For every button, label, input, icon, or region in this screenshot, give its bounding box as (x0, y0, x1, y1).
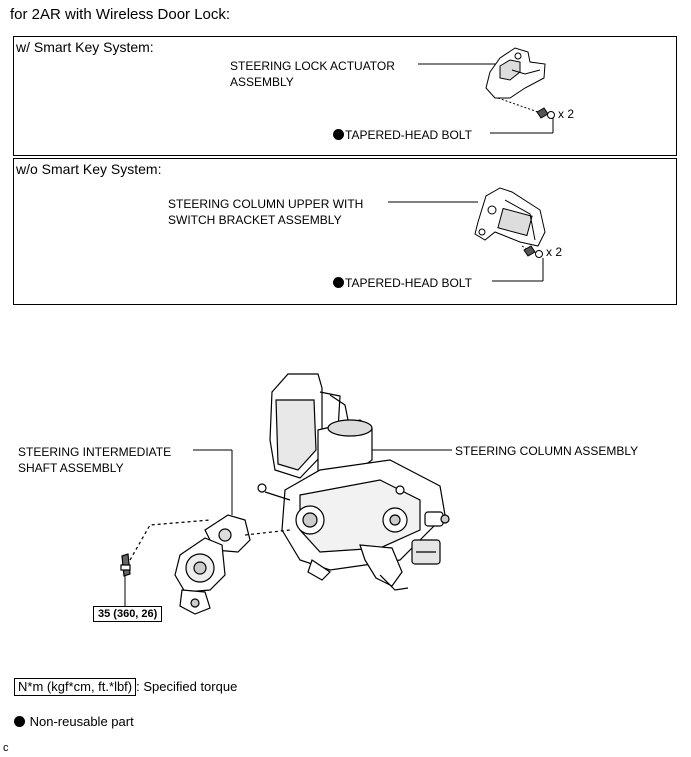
page-title: for 2AR with Wireless Door Lock: (10, 6, 231, 23)
column-upper-bracket-label: STEERING COLUMN UPPER WITH SWITCH BRACKE… (168, 197, 364, 227)
steering-column-assembly-label: STEERING COLUMN ASSEMBLY (455, 444, 639, 458)
steering-column-assembly-drawing (257, 373, 450, 591)
smart-key-panel: w/ Smart Key System: (13, 36, 677, 156)
corner-mark: c (3, 742, 9, 754)
smart-key-panel-header: w/ Smart Key System: (16, 39, 154, 55)
non-reusable-dot-icon (333, 129, 344, 140)
torque-legend-desc: : Specified torque (136, 679, 238, 694)
non-reusable-legend: Non-reusable part (14, 714, 134, 730)
steering-lock-actuator-drawing (485, 47, 555, 119)
column-upper-bracket-drawing (474, 187, 546, 258)
no-smart-key-panel-header: w/o Smart Key System: (16, 161, 162, 177)
steering-lock-actuator-label: STEERING LOCK ACTUATOR ASSEMBLY (230, 59, 395, 89)
intermediate-shaft-label: STEERING INTERMEDIATE SHAFT ASSEMBLY (18, 445, 172, 475)
torque-spec-box: 35 (360, 26) (93, 606, 163, 622)
torque-legend-box: N*m (kgf*cm, ft.*lbf) (14, 678, 137, 696)
tapered-head-bolt-label-2: TAPERED-HEAD BOLT (333, 276, 472, 290)
no-smart-key-panel: w/o Smart Key System: (13, 158, 677, 305)
non-reusable-dot-icon (14, 716, 25, 727)
torque-legend: N*m (kgf*cm, ft.*lbf): Specified torque (14, 678, 237, 696)
bolt-quantity-2: x 2 (546, 245, 563, 259)
non-reusable-dot-icon (333, 277, 344, 288)
intermediate-shaft-drawing (120, 514, 291, 615)
bolt-quantity-1: x 2 (558, 107, 575, 121)
tapered-head-bolt-label-1: TAPERED-HEAD BOLT (333, 128, 472, 142)
